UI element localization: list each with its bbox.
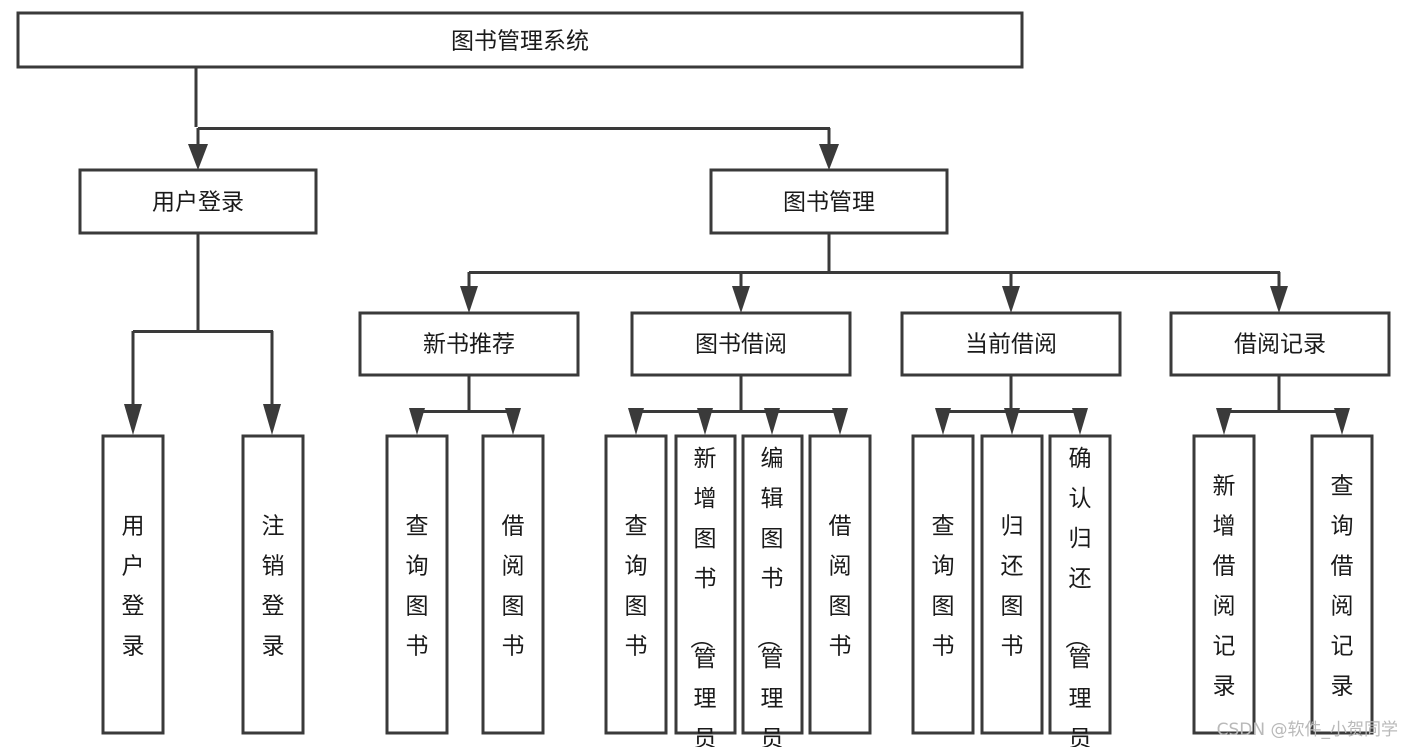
arrowhead-dqjy-leaf-1	[935, 408, 951, 435]
node-label: 借阅记录	[1234, 332, 1326, 358]
node-box	[241, 434, 305, 735]
node-label: 查询图书	[406, 513, 429, 659]
node-box	[78, 168, 318, 235]
node-root-book-management-system[interactable]: 图书管理系统	[16, 11, 1024, 69]
leaf-node-query-book-nbr[interactable]: 查询图书	[385, 434, 449, 735]
node-new-book-recommendation[interactable]: 新书推荐	[358, 311, 580, 377]
node-user-login[interactable]: 用户登录	[78, 168, 318, 235]
node-box	[101, 434, 165, 735]
node-label: 当前借阅	[965, 332, 1057, 358]
node-box	[674, 434, 737, 735]
leaf-node-add-book-admin[interactable]: 新增图书（管理员）	[674, 434, 737, 747]
arrowhead-dqjy-leaf-2	[1004, 408, 1020, 435]
node-box	[980, 434, 1044, 735]
leaf-node-user-login[interactable]: 用户登录	[101, 434, 165, 735]
node-borrowing-record[interactable]: 借阅记录	[1169, 311, 1391, 377]
node-label: 新增借阅记录	[1213, 473, 1236, 699]
arrowhead-borrow-record	[1270, 286, 1288, 313]
arrowhead-tsjy-leaf-4	[832, 408, 848, 435]
node-box	[1169, 311, 1391, 377]
leaf-node-return-book[interactable]: 归还图书	[980, 434, 1044, 735]
leaf-node-logout[interactable]: 注销登录	[241, 434, 305, 735]
node-label: 查询图书	[625, 513, 648, 659]
node-box	[1048, 434, 1112, 735]
node-label: 归还图书	[1001, 513, 1024, 659]
arrowhead-nbr-leaf-1	[409, 408, 425, 435]
node-label: 图书借阅	[695, 332, 787, 358]
node-box	[1310, 434, 1374, 735]
leaf-node-query-book-dqjy[interactable]: 查询图书	[911, 434, 975, 735]
node-box	[709, 168, 949, 235]
node-box	[604, 434, 668, 735]
leaf-layer: 用户登录 注销登录 查询图书 借阅图书 查询图书 新增图书（管理员）	[101, 434, 1374, 747]
node-label: 图书管理系统	[451, 29, 589, 55]
node-box	[1192, 434, 1256, 735]
node-label: 编辑图书（管理员）	[755, 446, 784, 747]
leaf-node-query-borrow-record[interactable]: 查询借阅记录	[1310, 434, 1374, 735]
node-box	[808, 434, 872, 735]
node-book-management[interactable]: 图书管理	[709, 168, 949, 235]
arrowhead-tsjy-leaf-3	[764, 408, 780, 435]
node-box	[741, 434, 804, 735]
arrowhead-leaf-user-login	[124, 404, 142, 435]
node-label: 注销登录	[262, 513, 285, 659]
node-label: 借阅图书	[502, 513, 525, 659]
watermark: CSDN @软件_小贺同学	[1217, 720, 1398, 740]
leaf-node-add-borrow-record[interactable]: 新增借阅记录	[1192, 434, 1256, 735]
leaf-node-confirm-return-admin[interactable]: 确认归还（管理员）	[1048, 434, 1112, 747]
arrowhead-dqjy-leaf-3	[1072, 408, 1088, 435]
node-label: 新增图书（管理员）	[688, 446, 717, 747]
node-box	[630, 311, 852, 377]
node-box	[358, 311, 580, 377]
leaf-node-query-book-tsjy[interactable]: 查询图书	[604, 434, 668, 735]
node-box	[16, 11, 1024, 69]
arrowhead-current-borrow	[1002, 286, 1020, 313]
leaf-node-edit-book-admin[interactable]: 编辑图书（管理员）	[741, 434, 804, 747]
arrowhead-tsjy-leaf-1	[628, 408, 644, 435]
connector-layer	[124, 67, 1350, 435]
node-box	[385, 434, 449, 735]
node-label: 新书推荐	[423, 332, 515, 358]
node-label: 查询借阅记录	[1331, 473, 1354, 699]
arrowhead-user-login	[188, 144, 208, 170]
node-current-borrowing[interactable]: 当前借阅	[900, 311, 1122, 377]
arrowhead-new-book-rec	[460, 286, 478, 313]
arrowhead-jyjl-leaf-1	[1216, 408, 1232, 435]
leaf-node-borrow-book-nbr[interactable]: 借阅图书	[481, 434, 545, 735]
node-box	[911, 434, 975, 735]
arrowhead-jyjl-leaf-2	[1334, 408, 1350, 435]
arrowhead-nbr-leaf-2	[505, 408, 521, 435]
node-label: 图书管理	[783, 190, 875, 216]
node-box	[900, 311, 1122, 377]
node-label: 用户登录	[122, 513, 145, 659]
arrowhead-book-mgmt	[819, 144, 839, 170]
node-label: 借阅图书	[829, 513, 852, 659]
arrowhead-book-borrow	[732, 286, 750, 313]
leaf-node-borrow-book-tsjy[interactable]: 借阅图书	[808, 434, 872, 735]
arrowhead-tsjy-leaf-2	[697, 408, 713, 435]
node-book-borrowing[interactable]: 图书借阅	[630, 311, 852, 377]
node-box	[481, 434, 545, 735]
node-label: 确认归还（管理员）	[1063, 446, 1092, 747]
node-label: 用户登录	[152, 190, 244, 216]
node-label: 查询图书	[932, 513, 955, 659]
arrowhead-leaf-logout	[263, 404, 281, 435]
